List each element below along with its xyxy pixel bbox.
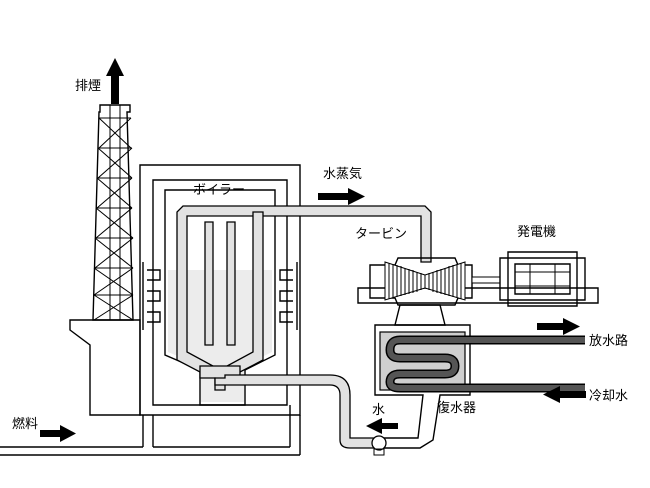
water-return-pipe bbox=[214, 374, 387, 456]
steam-pipe bbox=[176, 205, 432, 391]
discharge-arrow bbox=[537, 318, 580, 335]
steam-arrow bbox=[318, 188, 365, 205]
exhaust-label: 排煙 bbox=[75, 79, 101, 94]
generator bbox=[499, 251, 586, 307]
steam-label: 水蒸気 bbox=[323, 166, 362, 182]
water-label: 水 bbox=[372, 403, 385, 418]
cooling-water-arrow bbox=[543, 386, 586, 403]
generator-label: 発電機 bbox=[517, 225, 556, 240]
boiler-right-coils bbox=[279, 262, 298, 330]
fuel-label: 燃料 bbox=[12, 416, 38, 432]
boiler-left-coils bbox=[142, 262, 161, 330]
boiler-label: ボイラー bbox=[193, 183, 245, 198]
water-arrow bbox=[366, 418, 398, 434]
condenser-label: 復水器 bbox=[437, 400, 476, 416]
discharge-label: 放水路 bbox=[589, 333, 628, 349]
fuel-line bbox=[0, 405, 301, 456]
chimney bbox=[69, 104, 141, 416]
exhaust-arrow bbox=[106, 58, 124, 104]
turbine-label: タービン bbox=[355, 227, 407, 242]
condenser bbox=[374, 304, 585, 449]
turbine bbox=[357, 257, 599, 306]
fuel-arrow bbox=[40, 425, 76, 442]
cooling-water-label: 冷却水 bbox=[589, 389, 628, 404]
